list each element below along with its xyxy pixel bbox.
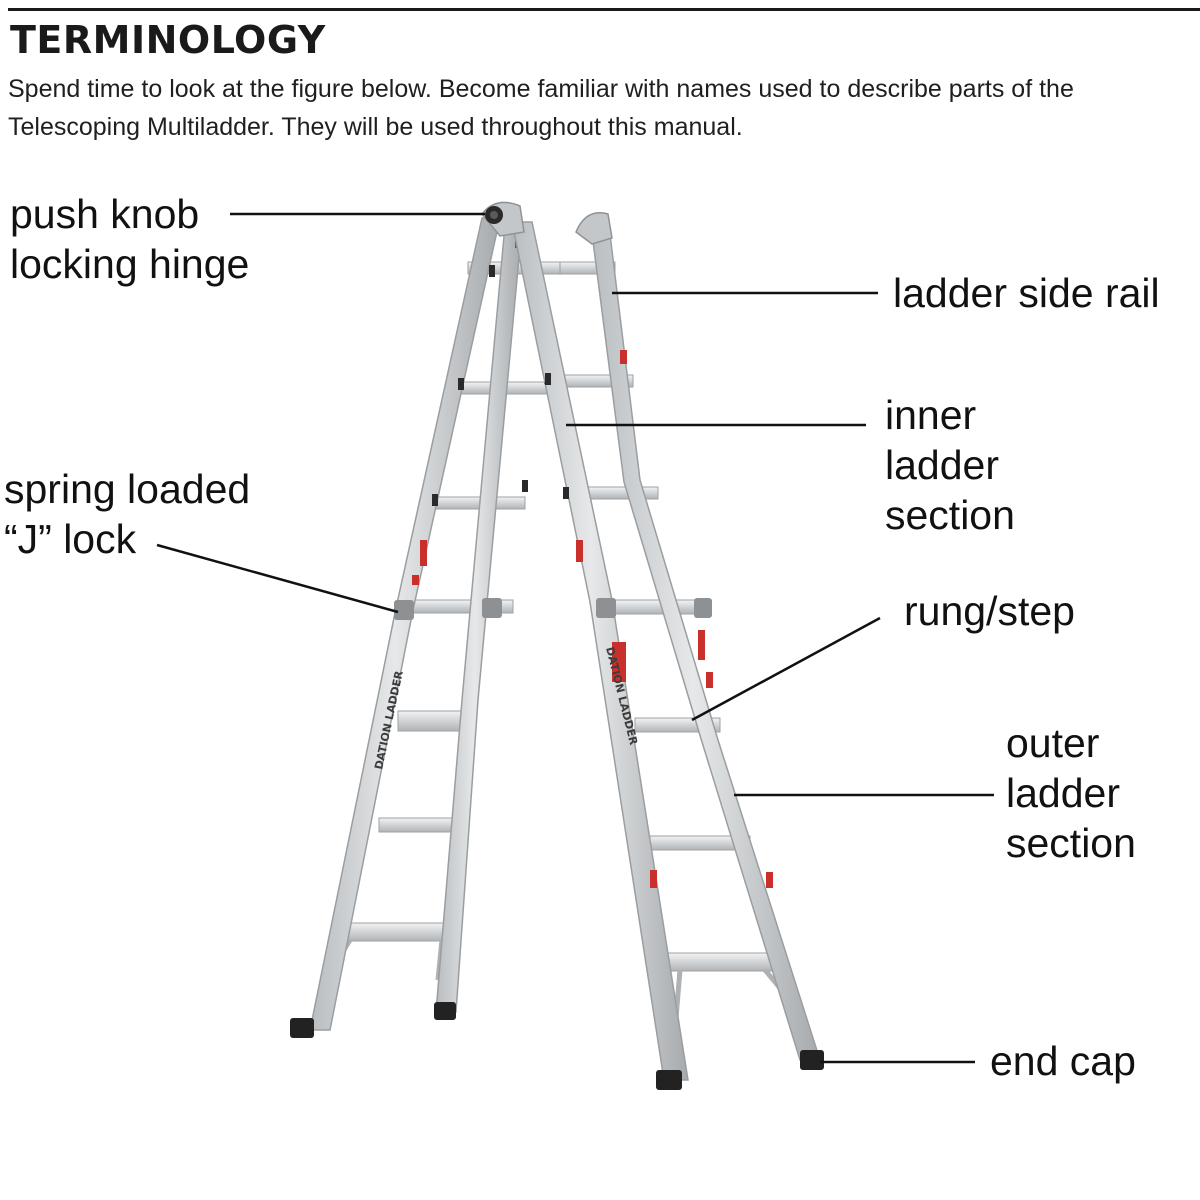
intro-paragraph: Spend time to look at the figure below. …: [8, 75, 1074, 141]
j-lock-bracket: [394, 600, 414, 620]
rung: [427, 496, 526, 510]
top-rule: [8, 8, 1200, 11]
end-cap: [656, 1070, 682, 1090]
rung: [587, 486, 659, 500]
label-rung: rung/step: [904, 588, 1075, 634]
end-cap: [800, 1050, 824, 1070]
label-end-cap: end cap: [990, 1038, 1136, 1084]
section-heading: TERMINOLOGY: [10, 18, 326, 62]
end-cap: [434, 1002, 456, 1020]
rivet-tabs: [545, 373, 569, 499]
rear-left-side-rail: [511, 221, 689, 1081]
end-cap: [290, 1018, 314, 1038]
locking-hinge: [481, 201, 613, 245]
front-right-side-rail: [435, 224, 523, 1013]
label-side-rail: ladder side rail: [893, 270, 1160, 316]
label-j-lock: spring loaded “J” lock: [4, 466, 251, 562]
label-push-knob: push knob locking hinge: [10, 191, 250, 287]
front-ladder-half: DATION LADDER: [290, 217, 599, 1038]
leader-rung: [691, 616, 881, 722]
j-lock-bracket: [596, 598, 616, 618]
label-inner-section: inner ladder section: [885, 392, 1015, 538]
rung: [664, 952, 786, 972]
label-outer-section: outer ladder section: [1006, 720, 1136, 866]
leader-lines: [156, 212, 994, 1064]
leader-j-lock: [156, 543, 399, 614]
j-lock-bracket: [482, 598, 502, 618]
rung: [378, 817, 458, 833]
hinge-plate: [575, 212, 613, 245]
j-lock-bracket: [694, 598, 712, 618]
rung: [344, 922, 451, 942]
warning-labels: [576, 350, 773, 888]
rear-ladder-half: DATION LADDER: [511, 217, 824, 1090]
